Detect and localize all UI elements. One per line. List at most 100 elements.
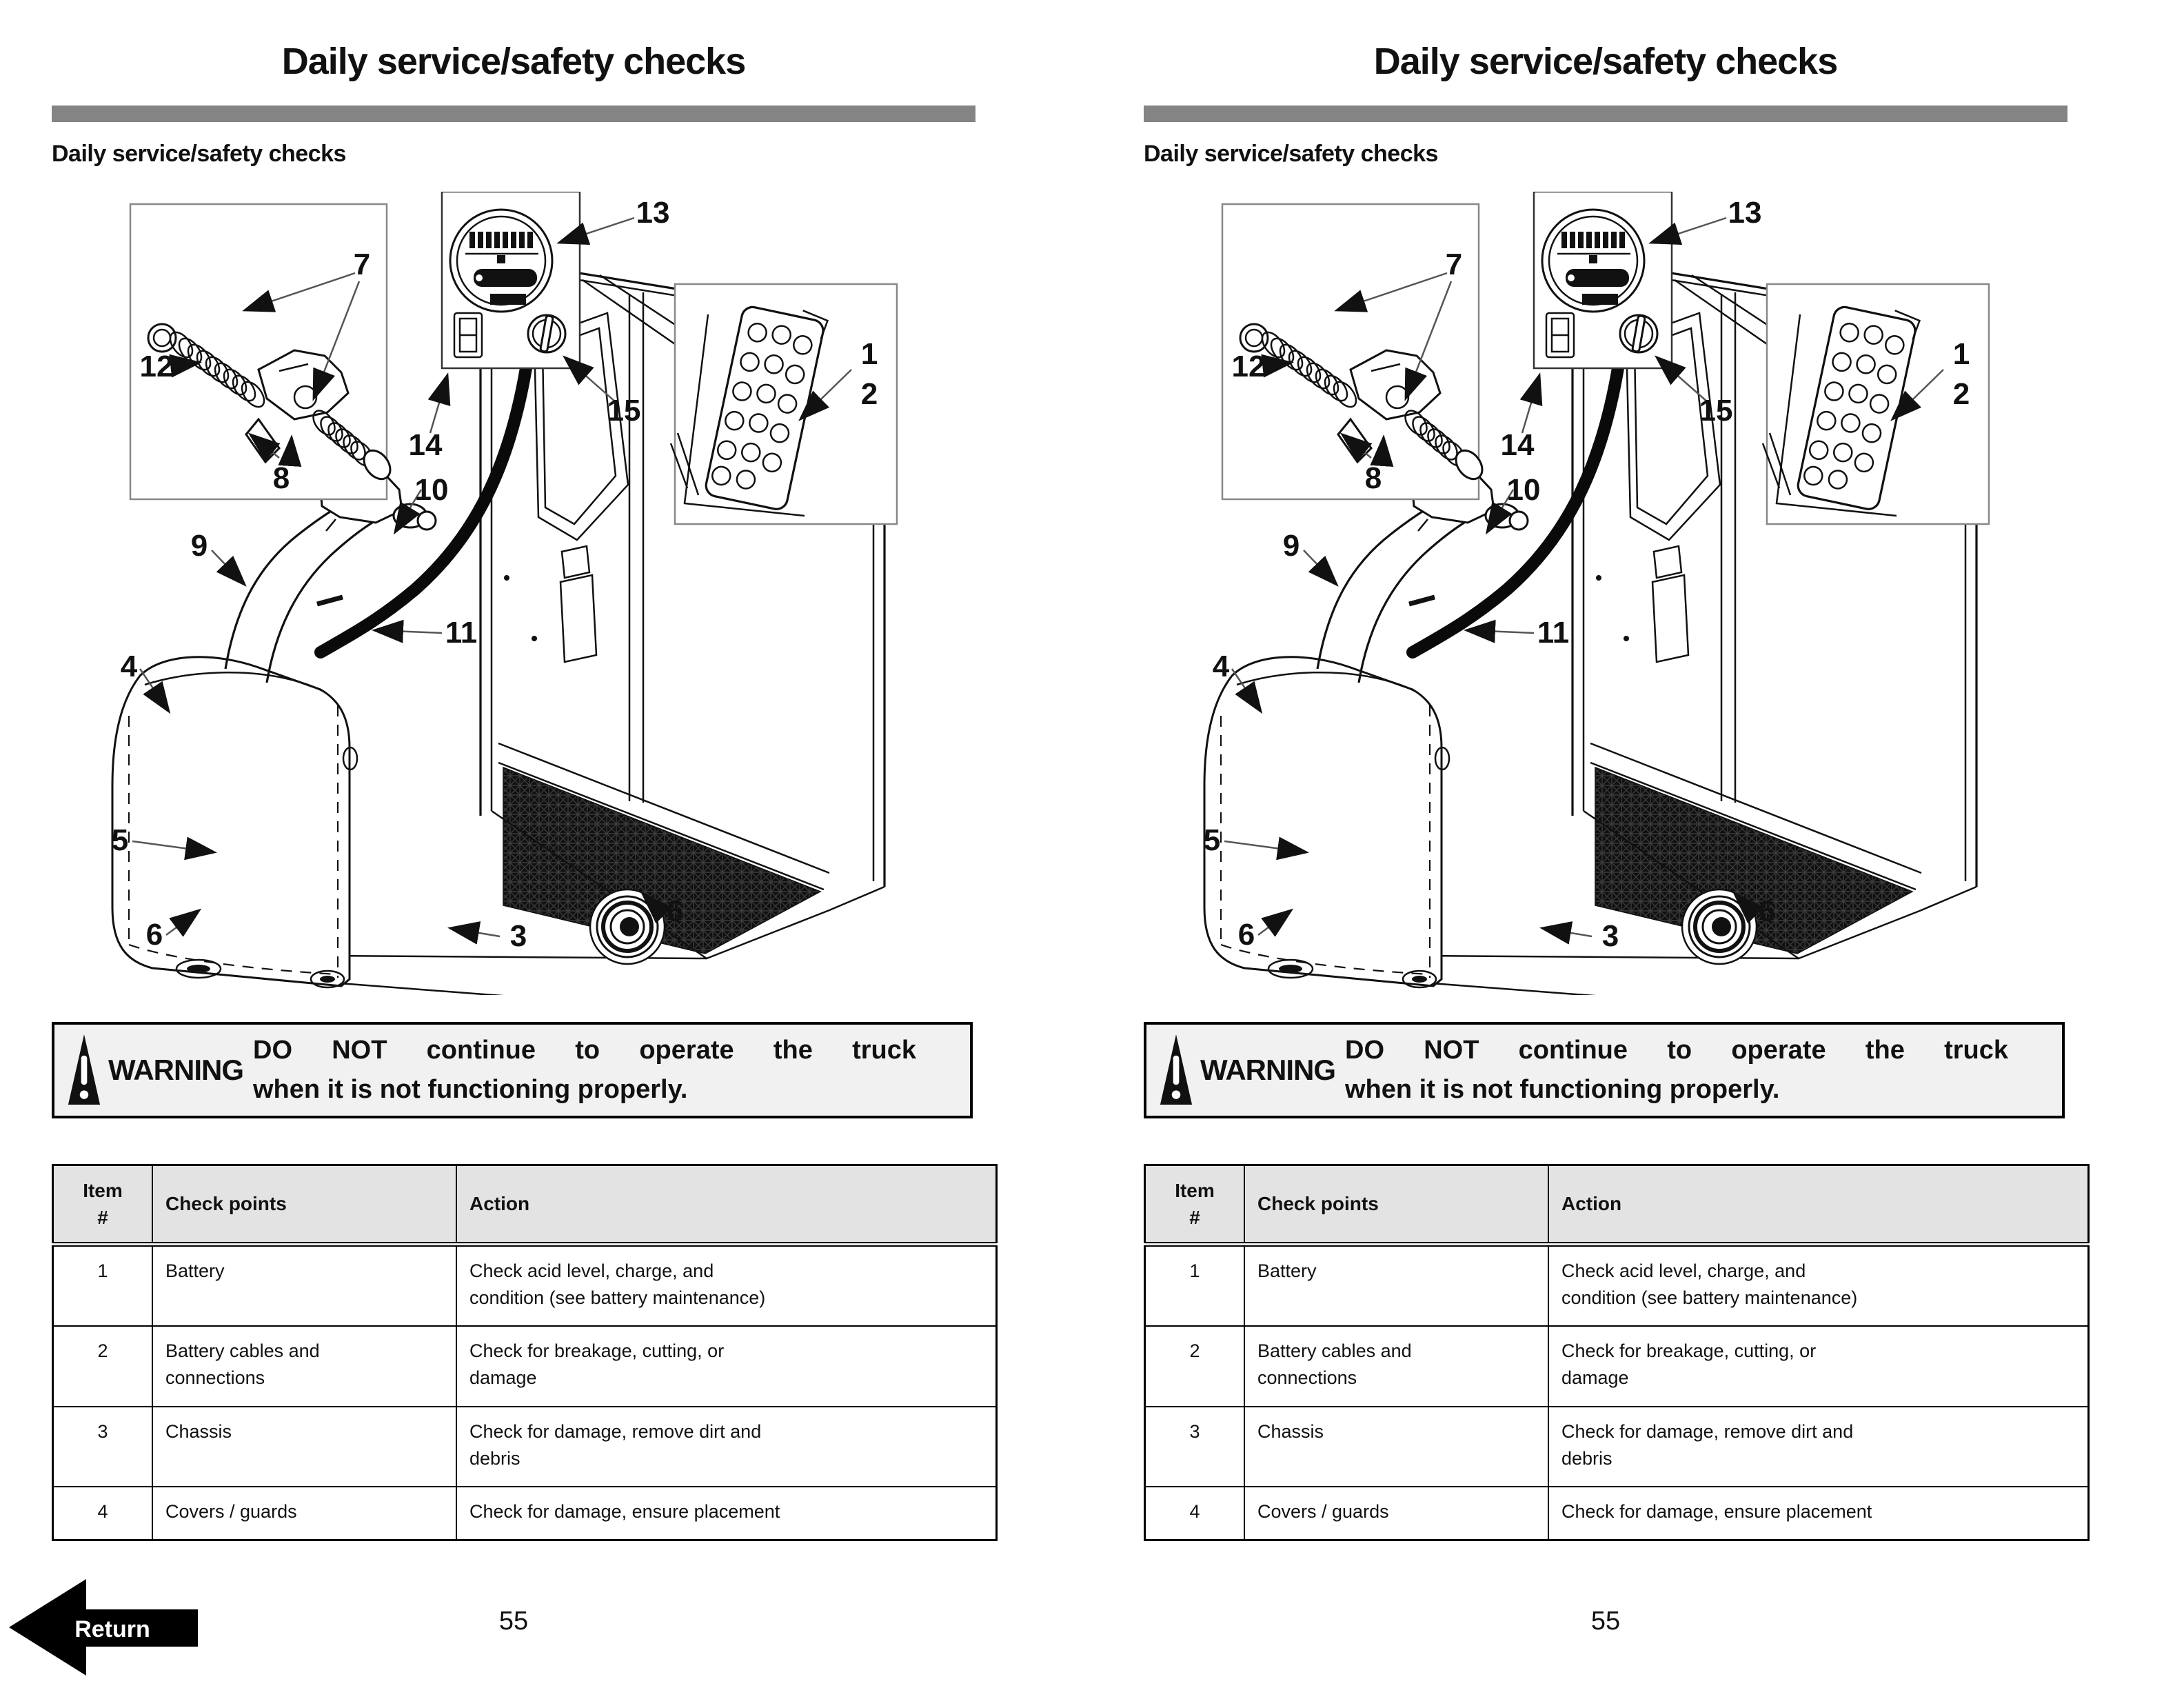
callout-11: 11 [445, 616, 478, 650]
callout-7: 7 [354, 248, 370, 281]
page-number: 55 [1590, 1607, 1621, 1636]
page-title: Daily service/safety checks [1373, 41, 1839, 82]
table-row: 2 Battery cables and connections Check f… [52, 1325, 998, 1407]
check-points-table: Item # Check points Action 1 Battery Che… [1144, 1164, 2090, 1541]
callout-4: 4 [121, 650, 138, 683]
callout-9: 9 [191, 529, 208, 563]
warning-box: WARNING DO NOT continue to operate the t… [52, 1022, 973, 1118]
manual-page: Daily service/safety checks Daily servic… [1092, 0, 2184, 1688]
check-point: Chassis [152, 1405, 457, 1487]
action: Check for damage, ensure placement [1548, 1485, 2090, 1541]
action: Check for damage, remove dirt and debris [1548, 1405, 2090, 1487]
callout-9: 9 [1283, 529, 1300, 563]
callout-12: 12 [140, 350, 174, 383]
truck-diagram: 7 12 8 13 14 15 1 2 10 9 11 4 5 6 3 6 [1203, 190, 1990, 1000]
return-arrow-icon [9, 1579, 198, 1676]
callout-leaders [132, 217, 852, 945]
table-header-row: Item # Check points Action [1144, 1164, 2090, 1247]
callout-13: 13 [1728, 196, 1762, 230]
callout-14: 14 [1501, 428, 1535, 462]
power-switch-icon [453, 312, 483, 359]
check-point: Chassis [1244, 1405, 1549, 1487]
section-heading: Daily service/safety checks [52, 141, 346, 167]
page-title: Daily service/safety checks [281, 41, 747, 82]
callout-labels: 7 12 8 13 14 15 1 2 10 9 11 4 5 6 3 6 [1204, 196, 1970, 953]
warning-triangle-icon [1160, 1034, 1193, 1105]
col-header-action: Action [1548, 1164, 2090, 1247]
callout-12: 12 [1232, 350, 1266, 383]
manual-page: Daily service/safety checks Daily servic… [52, 41, 998, 1636]
table-header-row: Item # Check points Action [52, 1164, 998, 1247]
callout-10: 10 [415, 473, 449, 507]
warning-message-line2: when it is not functioning properly. [253, 1075, 688, 1104]
table-row: 4 Covers / guards Check for damage, ensu… [52, 1485, 998, 1541]
callout-5: 5 [1204, 823, 1220, 857]
truck-diagram: 7 12 8 13 14 15 1 2 10 9 11 4 5 6 3 6 [111, 190, 898, 1000]
tiller-cable [314, 362, 532, 659]
col-header-check-points: Check points [152, 1164, 457, 1247]
callout-6-right: 6 [667, 894, 683, 928]
action: Check acid level, charge, and condition … [456, 1243, 998, 1327]
check-point: Battery [1244, 1243, 1549, 1327]
check-point: Battery cables and connections [1244, 1325, 1549, 1407]
warning-message: DO NOT continue to operate the truck whe… [1345, 1031, 2008, 1109]
warning-message-line1: DO NOT continue to operate the truck [253, 1036, 916, 1065]
title-underline-bar [52, 106, 975, 122]
action: Check acid level, charge, and condition … [1548, 1243, 2090, 1327]
caster-wheel [1681, 888, 1758, 965]
col-header-item: Item # [52, 1164, 153, 1247]
callout-2: 2 [1953, 377, 1970, 411]
col-header-check-points: Check points [1244, 1164, 1549, 1247]
warning-message: DO NOT continue to operate the truck whe… [253, 1031, 916, 1109]
truck-diagram-figure: 7 12 8 13 14 15 1 2 10 9 11 4 5 6 3 6 [52, 190, 975, 1000]
inset-instrument-panel [441, 190, 581, 370]
item-number: 2 [52, 1325, 153, 1407]
item-number: 4 [1144, 1485, 1245, 1541]
callout-4: 4 [1213, 650, 1230, 683]
return-button[interactable]: Return [9, 1578, 199, 1677]
warning-label: WARNING [1200, 1054, 1336, 1086]
inset-instrument-panel [1533, 190, 1673, 370]
title-underline-bar [1144, 106, 2067, 122]
inset-tiller-head [1221, 203, 1484, 501]
check-point: Battery cables and connections [152, 1325, 457, 1407]
table-row: 1 Battery Check acid level, charge, and … [1144, 1243, 2090, 1327]
callout-7: 7 [1446, 248, 1462, 281]
callout-3: 3 [1602, 919, 1619, 953]
callout-10: 10 [1507, 473, 1541, 507]
return-button-label: Return [74, 1616, 150, 1642]
table-row: 1 Battery Check acid level, charge, and … [52, 1243, 998, 1327]
caster-wheel [589, 888, 666, 965]
table-row: 2 Battery cables and connections Check f… [1144, 1325, 2090, 1407]
inset-tiller-head [129, 203, 392, 501]
warning-message-line2: when it is not functioning properly. [1345, 1075, 1780, 1104]
warning-triangle-icon [68, 1034, 101, 1105]
callout-1: 1 [861, 337, 878, 371]
truck-diagram-figure: 7 12 8 13 14 15 1 2 10 9 11 4 5 6 3 6 [1144, 190, 2067, 1000]
check-point: Battery [152, 1243, 457, 1327]
item-number: 2 [1144, 1325, 1245, 1407]
inset-battery-compartment [1761, 283, 1990, 525]
callout-6-left: 6 [146, 918, 163, 952]
tiller-cable [1406, 362, 1624, 659]
power-switch-icon [1545, 312, 1575, 359]
callout-11: 11 [1537, 616, 1570, 650]
check-points-table: Item # Check points Action 1 Battery Che… [52, 1164, 998, 1541]
callout-13: 13 [636, 196, 670, 230]
callout-leaders [1224, 217, 1944, 945]
item-number: 3 [1144, 1405, 1245, 1487]
hatched-floor-area [1595, 766, 1914, 954]
section-heading: Daily service/safety checks [1144, 141, 1438, 167]
warning-label: WARNING [108, 1054, 244, 1086]
callout-5: 5 [112, 823, 128, 857]
callout-3: 3 [510, 919, 527, 953]
battery-cover-body [111, 656, 358, 989]
callout-15: 15 [1699, 394, 1733, 428]
table-row: 4 Covers / guards Check for damage, ensu… [1144, 1485, 2090, 1541]
item-number: 1 [52, 1243, 153, 1327]
action: Check for damage, remove dirt and debris [456, 1405, 998, 1487]
callout-14: 14 [409, 428, 443, 462]
check-point: Covers / guards [1244, 1485, 1549, 1541]
col-header-item: Item # [1144, 1164, 1245, 1247]
